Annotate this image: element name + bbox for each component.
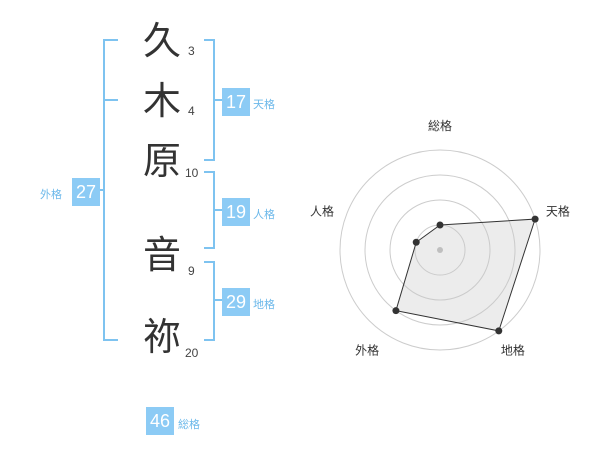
radar-axis-label-1: 総格 [428,118,452,133]
radar-ring-4 [339,149,541,351]
radar-axis-label-4: 外格 [355,342,379,357]
name-char-2: 木 [142,79,181,123]
radar-point-3 [495,327,503,335]
soukaku-value: 46 [146,407,174,435]
radar-point-4 [392,307,400,315]
stroke-count-3: 10 [185,166,199,180]
name-char-5: 祢 [142,315,181,359]
radar-ring-2 [389,199,491,301]
radar-axis-label-3: 地格 [501,342,525,357]
tenkaku-label: 天格 [253,99,275,111]
name-char-4: 音 [142,233,181,277]
name-char-3: 原 [142,139,181,183]
radar-point-2 [531,215,539,223]
radar-center-dot [437,247,443,253]
radar-axis-label-2: 天格 [546,204,570,219]
jinkaku-label: 人格 [253,209,275,221]
stroke-count-2: 4 [188,104,195,118]
chikaku-value: 29 [222,288,250,316]
stroke-count-1: 3 [188,44,195,58]
gaikaku-label: 外格 [40,189,62,201]
radar-area [395,218,536,332]
gaikaku-value: 27 [72,178,100,206]
radar-point-1 [436,221,444,229]
stroke-count-5: 20 [185,346,199,360]
radar-axis-label-5: 人格 [310,204,334,219]
soukaku-label: 総格 [178,419,200,431]
tenkaku-value: 17 [222,88,250,116]
chikaku-label: 地格 [253,299,275,311]
radar-point-5 [412,238,420,246]
stroke-count-4: 9 [188,264,195,278]
name-char-1: 久 [142,19,181,63]
radar-ring-3 [364,174,516,326]
jinkaku-value: 19 [222,198,250,226]
